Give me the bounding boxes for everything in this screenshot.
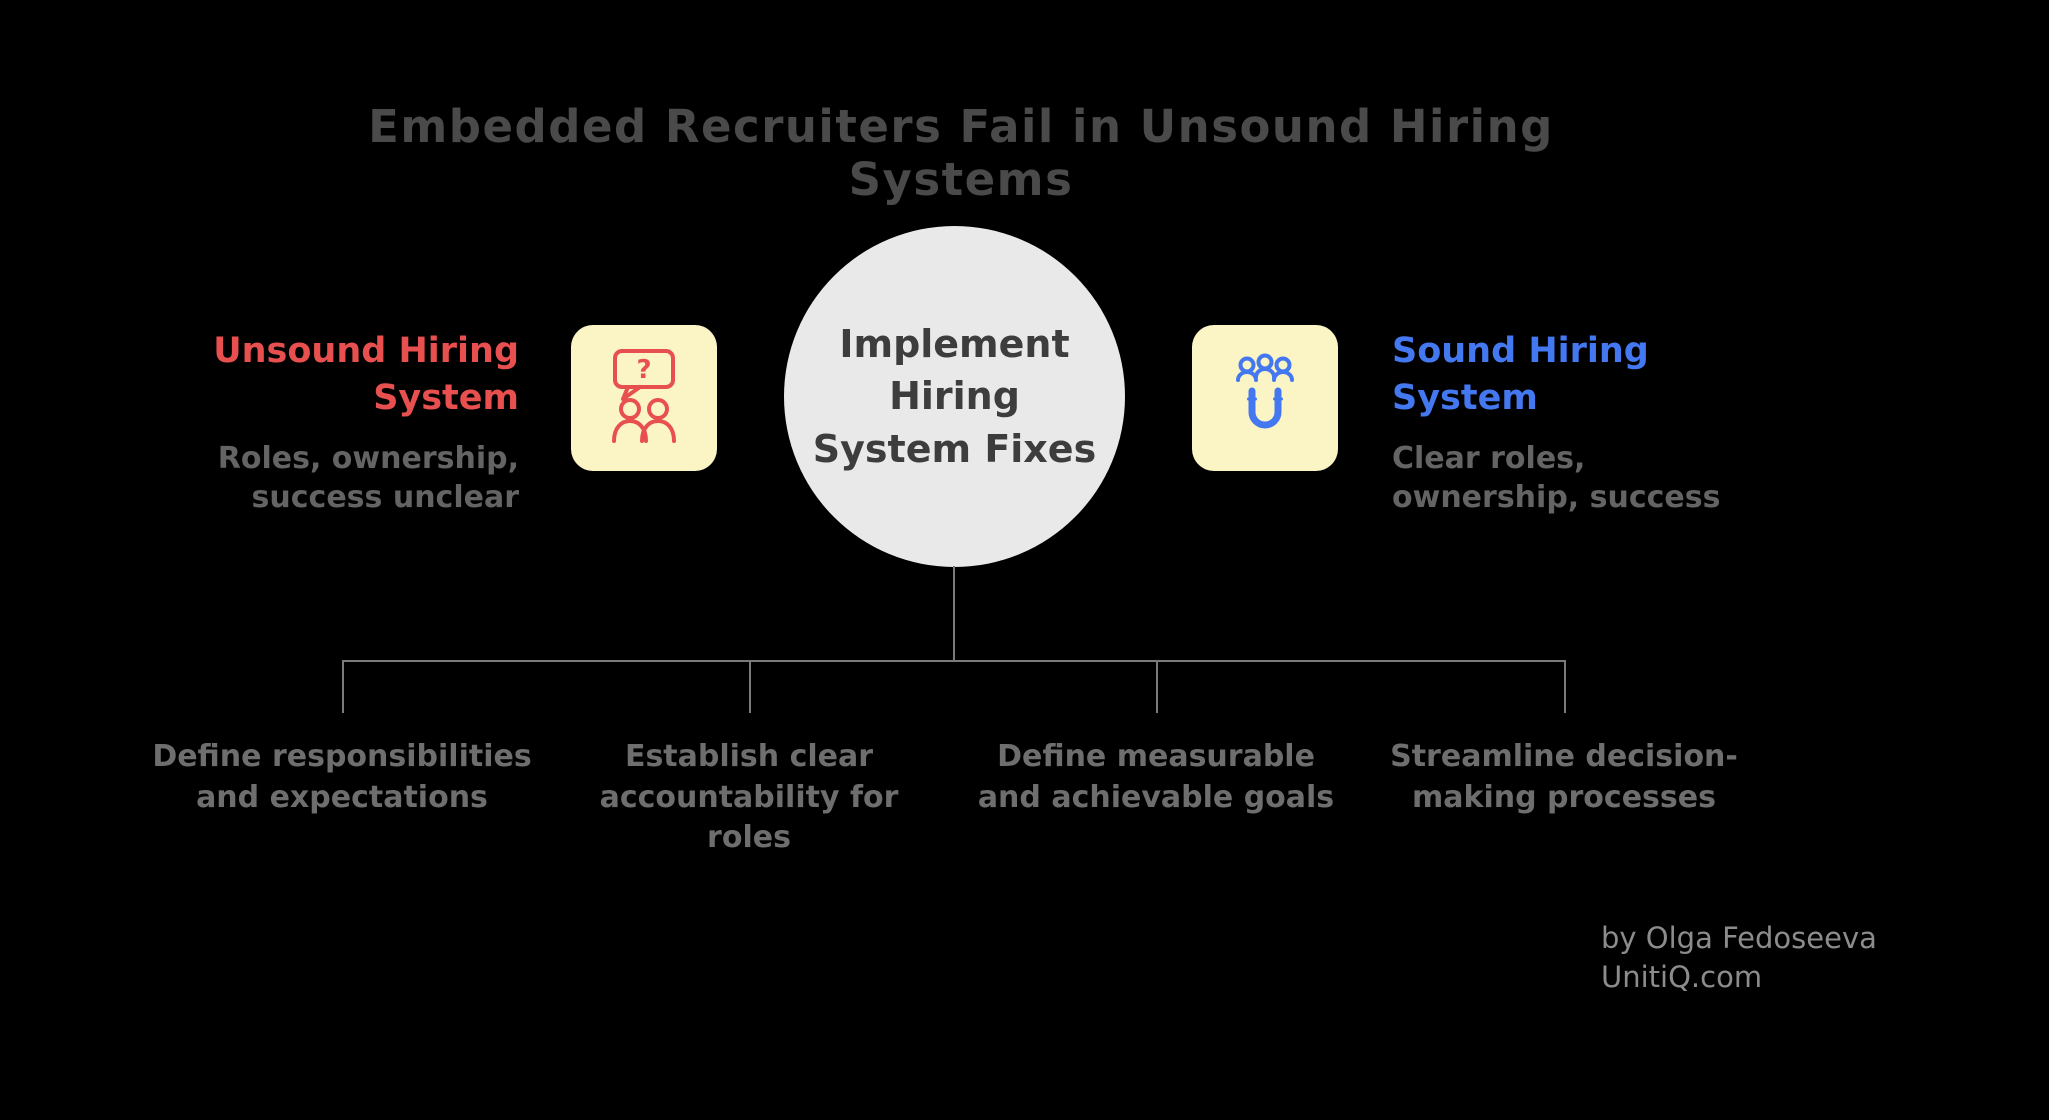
sound-icon-box	[1192, 325, 1338, 471]
magnet-people-icon	[1215, 346, 1315, 450]
connector-stem	[953, 566, 955, 661]
sound-subtitle: Clear roles,ownership, success	[1392, 440, 1721, 515]
connector-tick-1	[342, 660, 344, 713]
unsound-icon-box: ?	[571, 325, 717, 471]
chat-question-people-icon: ?	[594, 346, 694, 450]
svg-text:?: ?	[636, 355, 651, 385]
connector-tick-4	[1564, 660, 1566, 713]
credit-block: by Olga Fedoseeva UnitiQ.com	[1601, 919, 1877, 997]
connector-tick-3	[1156, 660, 1158, 713]
connector-horizontal	[342, 660, 1566, 662]
branch-label-streamline-decisions: Streamline decision-making processes	[1390, 739, 1738, 815]
credit-site: UnitiQ.com	[1601, 960, 1763, 995]
credit-author: by Olga Fedoseeva	[1601, 921, 1877, 955]
diagram-title: Embedded Recruiters Fail in Unsound Hiri…	[368, 100, 1554, 206]
unsound-subtitle: Roles, ownership,success unclear	[217, 440, 519, 515]
connector-tick-2	[749, 660, 751, 713]
